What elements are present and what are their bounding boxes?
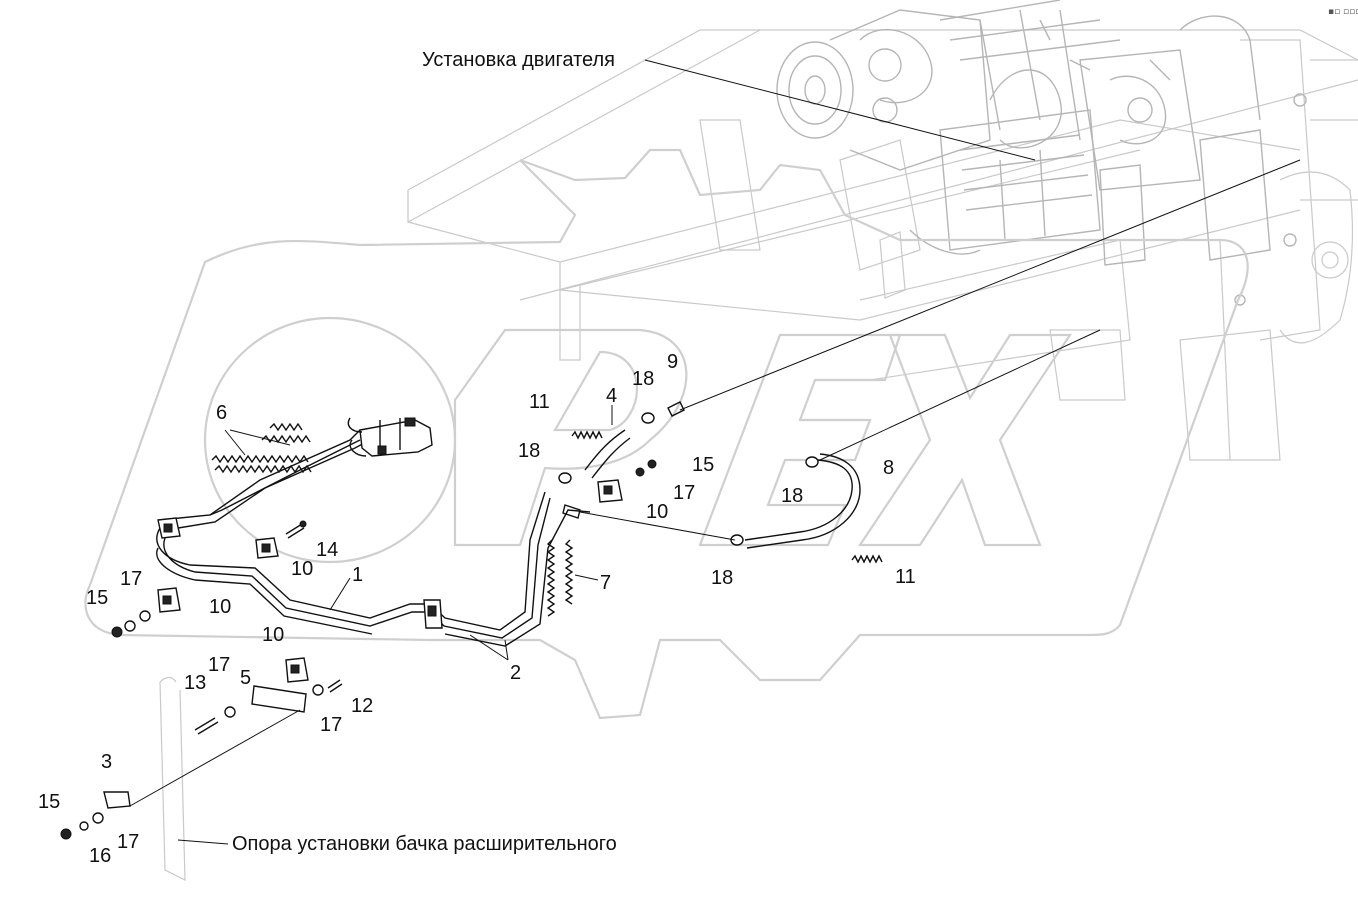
- springs-7: [546, 539, 574, 617]
- callout-16: 16: [89, 845, 111, 867]
- springs-6: [211, 422, 312, 474]
- callout-12: 12: [351, 695, 373, 717]
- pipe-2: [159, 429, 371, 531]
- callout-10-d: 10: [646, 501, 668, 523]
- tank-support-post: [159, 676, 186, 881]
- callout-8: 8: [883, 457, 894, 479]
- bolt-13: [194, 717, 219, 735]
- callout-1: 1: [352, 564, 363, 586]
- bolt-12: [327, 679, 343, 693]
- callout-18-c: 18: [711, 567, 733, 589]
- callout-10-b: 10: [209, 596, 231, 618]
- label-tank-support: Опора установки бачка расширительного: [232, 833, 617, 855]
- callout-10-a: 10: [291, 558, 313, 580]
- washers-nuts: [60, 459, 657, 840]
- callout-17-b: 17: [208, 654, 230, 676]
- leader-lines: [129, 59, 1301, 845]
- hose-8: [744, 453, 861, 549]
- callout-17-e: 17: [673, 482, 695, 504]
- callout-18-b: 18: [518, 440, 540, 462]
- callout-11-b: 11: [895, 566, 916, 588]
- plate-5: [251, 685, 307, 713]
- callout-3: 3: [101, 751, 112, 773]
- fitting-9: [667, 401, 685, 417]
- callout-6: 6: [216, 402, 227, 424]
- callout-4: 4: [606, 385, 617, 407]
- hose-4: [584, 429, 631, 479]
- manifold-assembly: [347, 417, 433, 457]
- bolt-14: [285, 523, 305, 539]
- callout-9: 9: [667, 351, 678, 373]
- callout-18-d: 18: [781, 485, 803, 507]
- spring-11-upper: [571, 430, 603, 440]
- label-engine-install: Установка двигателя: [422, 49, 615, 71]
- background-frame: [407, 29, 1358, 461]
- bracket-3: [103, 791, 131, 809]
- callouts: 1 2 3 4 5 6 7 8 9 10 10 10 10 11 11 12 1…: [38, 351, 916, 867]
- callout-17-d: 17: [117, 831, 139, 853]
- callout-17-a: 17: [120, 568, 142, 590]
- callout-11-a: 11: [529, 391, 550, 413]
- nipple: [562, 504, 581, 519]
- spring-11-lower: [851, 554, 883, 564]
- callout-5: 5: [240, 667, 251, 689]
- callout-15-a: 15: [86, 587, 108, 609]
- corner-mark: ▪▫ ▫▫▫: [1328, 7, 1358, 17]
- hose-clamps-18: [558, 412, 819, 546]
- pipe-1: [156, 491, 591, 647]
- callout-7: 7: [600, 572, 611, 594]
- callout-18-a: 18: [632, 368, 654, 390]
- callout-17-c: 17: [320, 714, 342, 736]
- callout-2: 2: [510, 662, 521, 684]
- clamps: [157, 479, 623, 683]
- callout-15-c: 15: [38, 791, 60, 813]
- callout-10-c: 10: [262, 624, 284, 646]
- callout-13: 13: [184, 672, 206, 694]
- background-engine: [776, 0, 1307, 306]
- bolt-14-head: [299, 520, 307, 528]
- callout-14: 14: [316, 539, 338, 561]
- callout-15-b: 15: [692, 454, 714, 476]
